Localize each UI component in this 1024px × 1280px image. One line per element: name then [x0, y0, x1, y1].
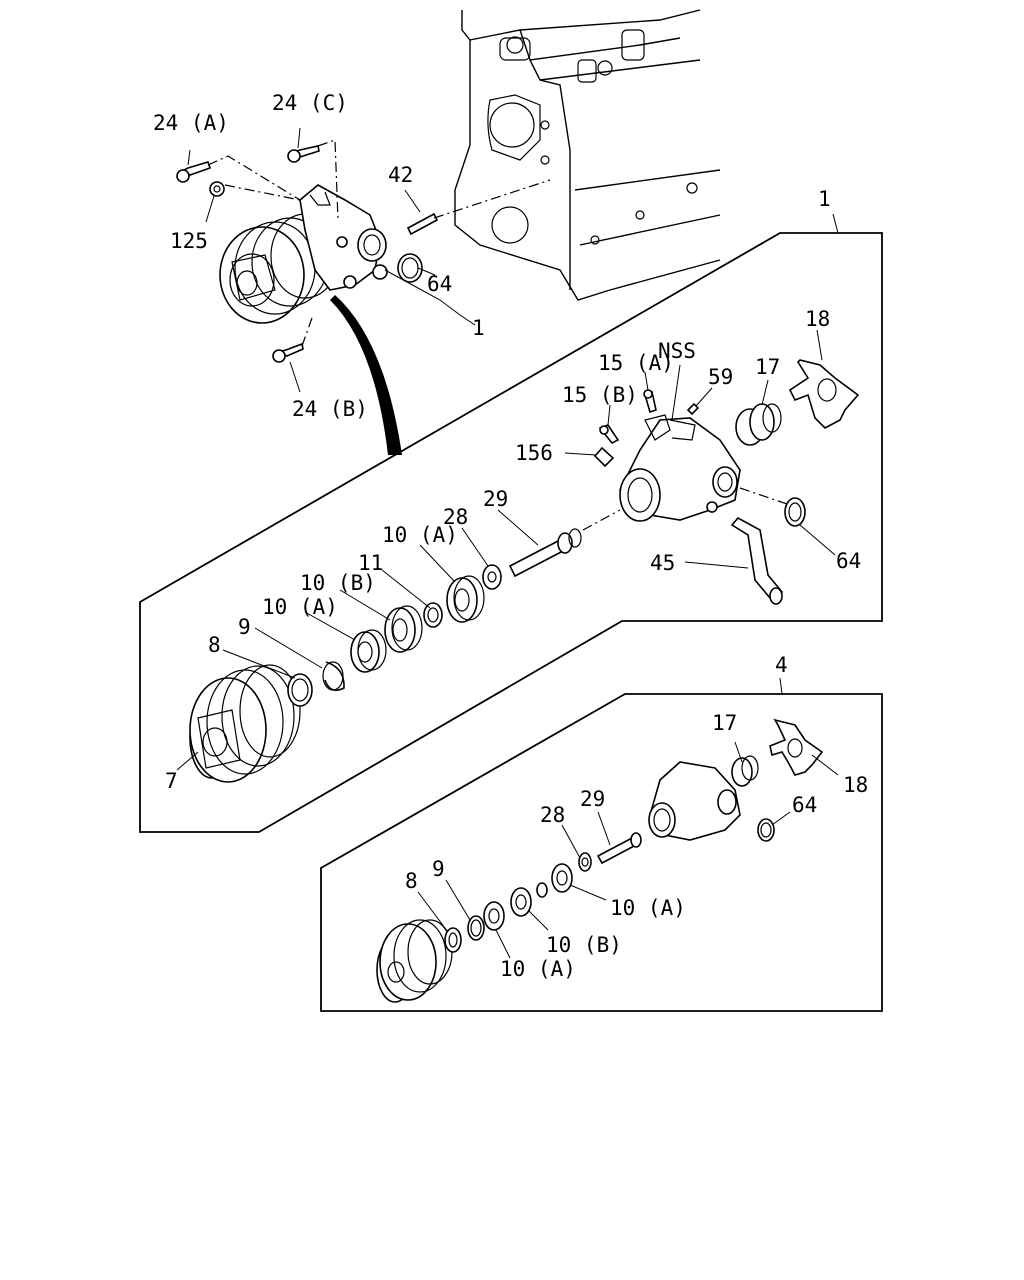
callout-29-a4: 29: [580, 787, 605, 811]
callout-10b-a4: 10 (B): [546, 933, 622, 957]
callout-45-a1: 45: [650, 551, 675, 575]
callout-125-top: 125: [170, 229, 208, 253]
callout-18-a4: 18: [843, 773, 868, 797]
callout-24b-top: 24 (B): [292, 397, 368, 421]
assembly-1-outline: [139, 232, 883, 833]
engine-block-drawing: [454, 9, 721, 301]
callout-nss-a1: NSS: [658, 339, 696, 363]
callout-10b-a1: 10 (B): [300, 571, 376, 595]
callout-10a-2-a4: 10 (A): [500, 957, 576, 981]
callout-1-top: 1: [472, 316, 485, 340]
callout-156-a1: 156: [515, 441, 553, 465]
callout-18-a1: 18: [805, 307, 830, 331]
assembly-4-outline: [320, 693, 883, 1012]
callout-24a-top: 24 (A): [153, 111, 229, 135]
callout-59-a1: 59: [708, 365, 733, 389]
assembly-4-label: 4: [775, 653, 788, 677]
callout-8-a4: 8: [405, 869, 418, 893]
callout-42-top: 42: [388, 163, 413, 187]
top-water-pump-drawing: [176, 127, 551, 455]
callout-28-a1: 28: [443, 505, 468, 529]
callout-10a-1-a4: 10 (A): [610, 896, 686, 920]
callout-15a-a1: 15 (A): [598, 351, 674, 375]
callout-29-a1: 29: [483, 487, 508, 511]
callout-7-a1: 7: [165, 769, 178, 793]
callout-10a-2-a1: 10 (A): [262, 595, 338, 619]
callout-64-a1: 64: [836, 549, 861, 573]
callout-28-a4: 28: [540, 803, 565, 827]
callout-17-a1: 17: [755, 355, 780, 379]
callout-9-a4: 9: [432, 857, 445, 881]
callout-64-top: 64: [427, 272, 452, 296]
callout-24c-top: 24 (C): [272, 91, 348, 115]
callout-64-a4: 64: [792, 793, 817, 817]
callout-17-a4: 17: [712, 711, 737, 735]
callout-11-a1: 11: [358, 551, 383, 575]
callout-10a-1-a1: 10 (A): [382, 523, 458, 547]
assembly-4-drawing: [376, 718, 839, 1003]
callout-15b-a1: 15 (B): [562, 383, 638, 407]
assembly-1-drawing: [176, 329, 860, 783]
callout-8-a1: 8: [208, 633, 221, 657]
callout-9-a1: 9: [238, 615, 251, 639]
assembly-1-label: 1: [818, 187, 831, 211]
